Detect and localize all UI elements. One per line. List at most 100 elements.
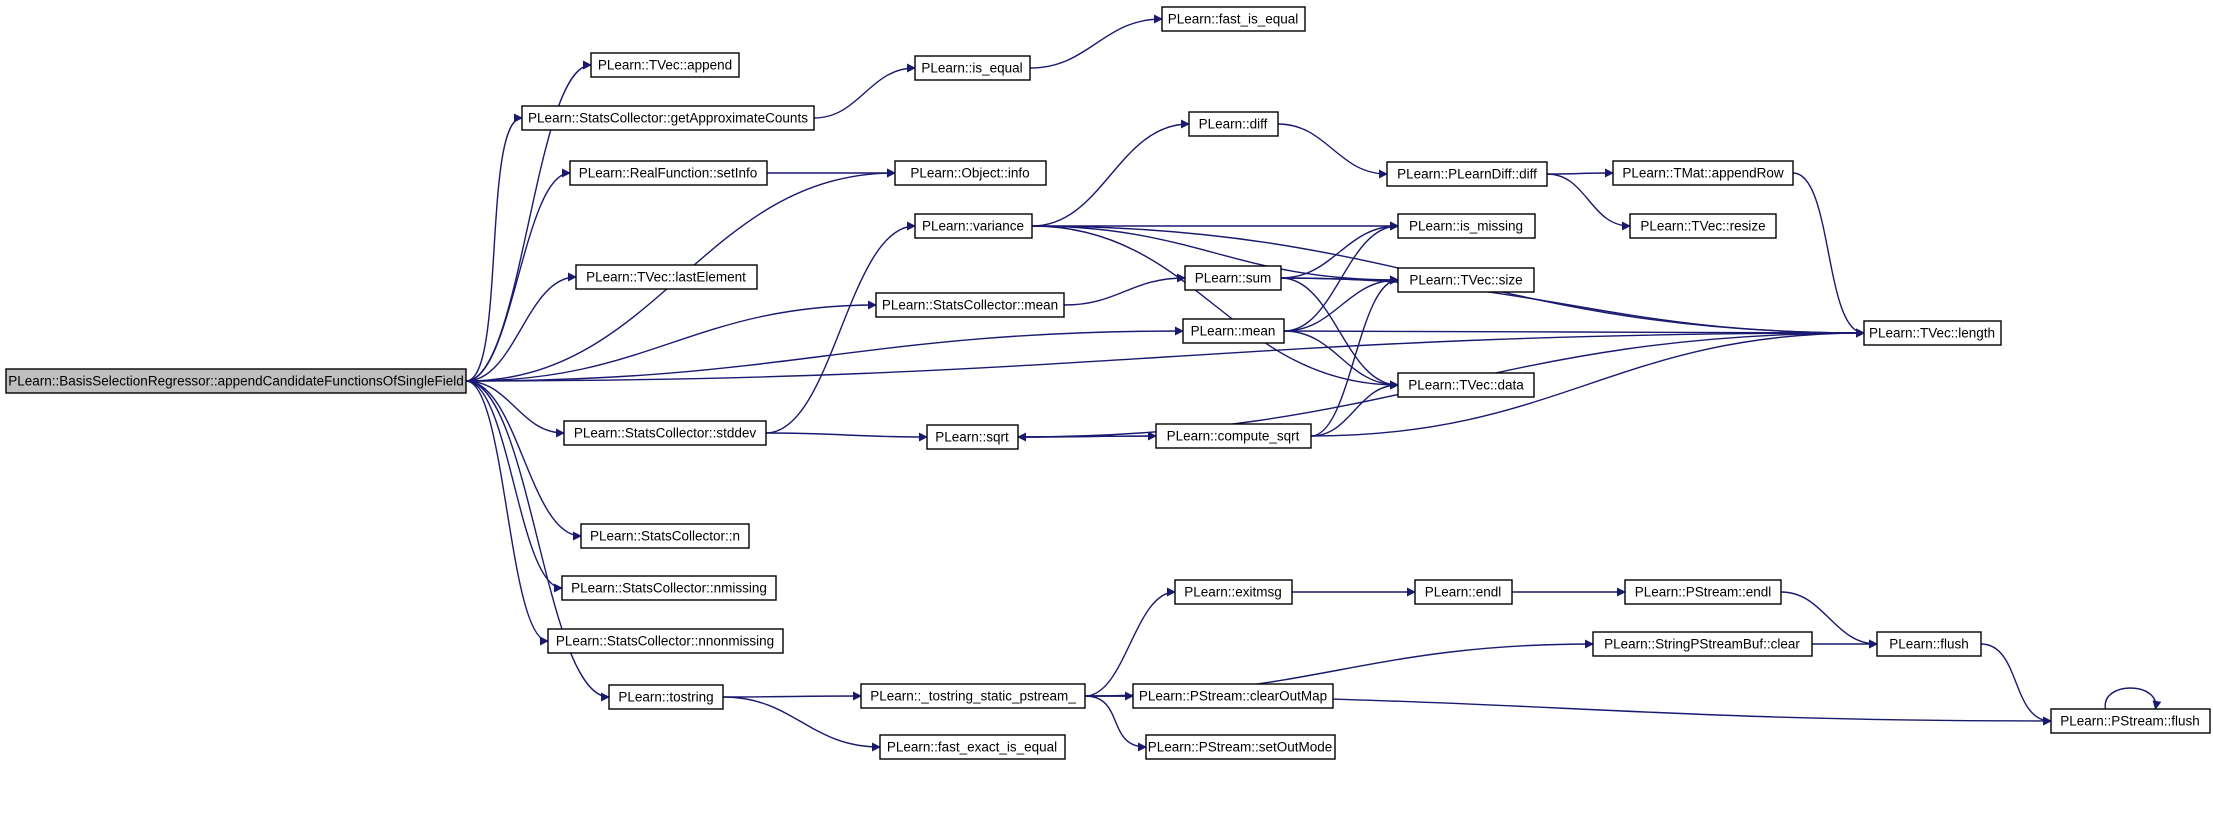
edge-tostring-to-tostring_static <box>722 691 862 701</box>
node-plearndiff-diff[interactable]: PLearn::PLearnDiff::diff <box>1386 161 1548 187</box>
node-tvec-data[interactable]: PLearn::TVec::data <box>1397 372 1535 398</box>
node-sc-nnonmissing[interactable]: PLearn::StatsCollector::nnonmissing <box>547 628 784 654</box>
node-sc-n[interactable]: PLearn::StatsCollector::n <box>580 523 750 549</box>
node-tostring[interactable]: PLearn::tostring <box>608 684 724 710</box>
node-label: PLearn::fast_exact_is_equal <box>887 740 1057 755</box>
edge-variance-to-tvec_size <box>1031 225 1399 285</box>
edge-root-to-sc_nmissing <box>465 380 563 593</box>
node-label: PLearn::_tostring_static_pstream_ <box>870 689 1076 704</box>
node-label: PLearn::PLearnDiff::diff <box>1397 167 1537 182</box>
edges-layer <box>465 14 2162 752</box>
nodes-layer: PLearn::BasisSelectionRegressor::appendC… <box>5 6 2211 760</box>
node-label: PLearn::TVec::append <box>598 58 732 73</box>
node-sc-mean[interactable]: PLearn::StatsCollector::mean <box>875 292 1065 318</box>
node-variance[interactable]: PLearn::variance <box>914 213 1033 239</box>
edge-root-to-rf_setinfo <box>465 168 571 382</box>
edge-sc_mean-to-sum <box>1063 273 1186 306</box>
node-label: PLearn::BasisSelectionRegressor::appendC… <box>8 374 464 389</box>
edge-root-to-tvec_length <box>465 328 1865 382</box>
node-diff[interactable]: PLearn::diff <box>1188 111 1279 137</box>
edge-mean-to-tvec_data <box>1283 330 1399 390</box>
node-sc-nmissing[interactable]: PLearn::StatsCollector::nmissing <box>561 575 777 601</box>
edge-sc_getapprox-to-is_equal <box>813 63 916 119</box>
node-label: PLearn::sqrt <box>935 430 1009 445</box>
node-label: PLearn::compute_sqrt <box>1167 429 1300 444</box>
node-mean[interactable]: PLearn::mean <box>1182 318 1285 344</box>
edge-is_equal-to-fast_is_equal <box>1029 14 1163 69</box>
node-label: PLearn::PStream::clearOutMap <box>1139 689 1327 704</box>
edge-flush-to-pstream_flush <box>1980 643 2052 726</box>
node-box <box>5 368 467 394</box>
edge-root-to-tvec_lastelement <box>465 272 577 382</box>
edge-tmat_appendrow-to-tvec_length <box>1792 172 1865 338</box>
node-rf-setinfo[interactable]: PLearn::RealFunction::setInfo <box>569 160 768 186</box>
node-sum[interactable]: PLearn::sum <box>1184 265 1282 291</box>
node-label: PLearn::endl <box>1425 585 1502 600</box>
node-tostring-static-pstream[interactable]: PLearn::_tostring_static_pstream_ <box>860 683 1086 709</box>
node-tvec-append[interactable]: PLearn::TVec::append <box>590 52 740 78</box>
node-label: PLearn::TMat::appendRow <box>1622 166 1784 181</box>
edge-root-to-sc_getapprox <box>465 113 523 382</box>
node-label: PLearn::Object::info <box>910 166 1029 181</box>
node-sc-getapproximatecounts[interactable]: PLearn::StatsCollector::getApproximateCo… <box>521 105 815 131</box>
node-label: PLearn::TVec::data <box>1408 378 1524 393</box>
node-label: PLearn::StatsCollector::n <box>590 529 740 544</box>
node-label: PLearn::mean <box>1191 324 1276 339</box>
node-is-missing[interactable]: PLearn::is_missing <box>1397 213 1536 239</box>
node-label: PLearn::fast_is_equal <box>1168 12 1299 27</box>
edge-tostring-to-fast_exact_is_equal <box>722 696 881 752</box>
node-label: PLearn::PStream::flush <box>2060 714 2200 729</box>
node-label: PLearn::PStream::setOutMode <box>1148 740 1333 755</box>
node-sqrt[interactable]: PLearn::sqrt <box>926 424 1019 450</box>
node-label: PLearn::is_equal <box>921 61 1022 76</box>
node-stringpstreambuf-clear[interactable]: PLearn::StringPStreamBuf::clear <box>1592 631 1813 657</box>
edge-pldiff_diff-to-tmat_appendrow <box>1546 168 1614 178</box>
node-tmat-appendrow[interactable]: PLearn::TMat::appendRow <box>1612 160 1794 186</box>
node-label: PLearn::TVec::lastElement <box>586 270 746 285</box>
node-tvec-length[interactable]: PLearn::TVec::length <box>1863 320 2002 346</box>
edge-pldiff_diff-to-tvec_resize <box>1546 173 1631 231</box>
node-tvec-lastelement[interactable]: PLearn::TVec::lastElement <box>575 264 758 290</box>
edge-mean-to-is_missing <box>1283 221 1399 332</box>
edge-sc_stddev-to-sqrt <box>765 432 928 442</box>
edge-tostring_static-to-exitmsg <box>1084 587 1176 697</box>
node-label: PLearn::StatsCollector::mean <box>882 298 1058 313</box>
node-endl[interactable]: PLearn::endl <box>1414 579 1513 605</box>
edge-root-to-tostring <box>465 380 610 702</box>
node-label: PLearn::StatsCollector::nnonmissing <box>556 634 774 649</box>
edge-compute_sqrt-to-tvec_data <box>1310 380 1399 437</box>
node-label: PLearn::StringPStreamBuf::clear <box>1604 637 1800 652</box>
node-label: PLearn::StatsCollector::nmissing <box>571 581 767 596</box>
node-object-info[interactable]: PLearn::Object::info <box>894 160 1047 186</box>
node-exitmsg[interactable]: PLearn::exitmsg <box>1174 579 1293 605</box>
edge-mean-to-tvec_size <box>1283 275 1399 332</box>
node-fast-is-equal[interactable]: PLearn::fast_is_equal <box>1161 6 1306 32</box>
edge-variance-to-tvec_data <box>1031 225 1399 390</box>
node-flush[interactable]: PLearn::flush <box>1876 631 1982 657</box>
node-compute-sqrt[interactable]: PLearn::compute_sqrt <box>1155 423 1312 449</box>
node-is-equal[interactable]: PLearn::is_equal <box>914 55 1031 81</box>
node-label: PLearn::StatsCollector::stddev <box>574 426 757 441</box>
edge-tostring_static-to-pstream_setoutmode <box>1084 695 1147 752</box>
node-root[interactable]: PLearn::BasisSelectionRegressor::appendC… <box>5 368 467 394</box>
edge-root-to-sc_stddev <box>465 380 565 438</box>
node-label: PLearn::TVec::length <box>1869 326 1995 341</box>
node-tvec-resize[interactable]: PLearn::TVec::resize <box>1629 213 1777 239</box>
node-label: PLearn::tostring <box>618 690 713 705</box>
node-label: PLearn::variance <box>922 219 1024 234</box>
node-fast-exact-is-equal[interactable]: PLearn::fast_exact_is_equal <box>879 734 1066 760</box>
edge-variance-to-diff <box>1031 119 1190 227</box>
edge-pstream_flush-to-pstream_flush <box>2104 687 2162 710</box>
node-tvec-size[interactable]: PLearn::TVec::size <box>1397 267 1535 293</box>
node-pstream-clearoutmap[interactable]: PLearn::PStream::clearOutMap <box>1132 683 1334 709</box>
node-pstream-flush[interactable]: PLearn::PStream::flush <box>2050 708 2211 734</box>
node-pstream-setoutmode[interactable]: PLearn::PStream::setOutMode <box>1145 734 1336 760</box>
node-sc-stddev[interactable]: PLearn::StatsCollector::stddev <box>563 420 767 446</box>
node-label: PLearn::RealFunction::setInfo <box>579 166 758 181</box>
edge-compute_sqrt-to-sqrt <box>1017 432 1157 442</box>
node-label: PLearn::sum <box>1195 271 1272 286</box>
edge-diff-to-pldiff_diff <box>1277 123 1388 179</box>
edge-compute_sqrt-to-tvec_size <box>1310 275 1399 437</box>
node-pstream-endl[interactable]: PLearn::PStream::endl <box>1624 579 1782 605</box>
node-label: PLearn::TVec::size <box>1409 273 1522 288</box>
